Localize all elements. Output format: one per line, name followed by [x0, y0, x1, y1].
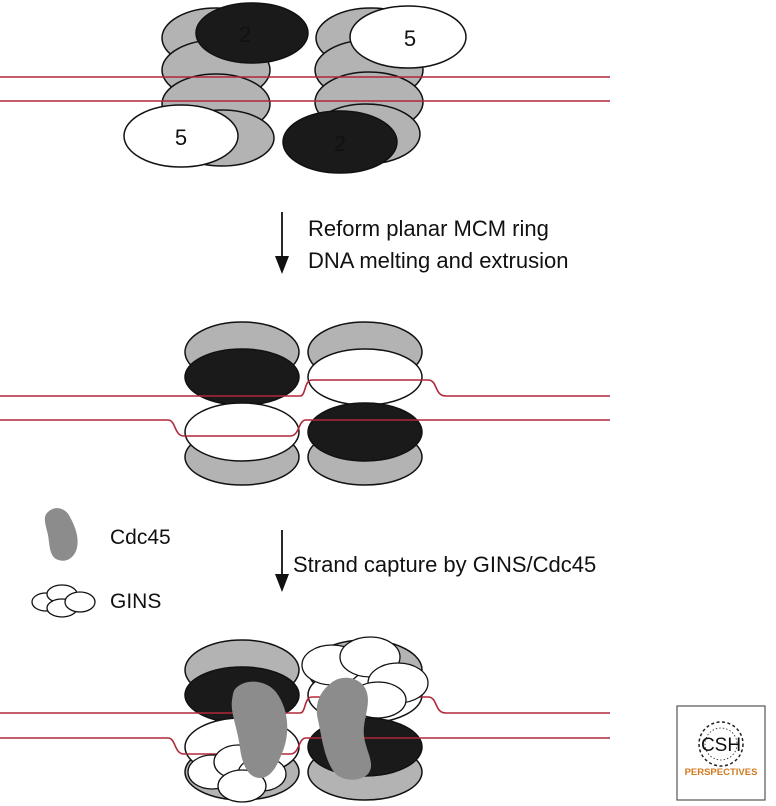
mcm2-subunit — [282, 110, 398, 174]
step-label-dna-melting: DNA melting and extrusion — [308, 248, 568, 273]
mcm-subunit-white — [184, 402, 300, 462]
gins-legend-icon — [31, 584, 96, 618]
mcm2-subunit — [195, 2, 309, 64]
csh-perspectives-logo: CSH PERSPECTIVES — [676, 705, 766, 801]
cdc45-right — [316, 677, 372, 780]
legend-label-gins: GINS — [110, 590, 161, 613]
mcm-subunit-black — [307, 402, 423, 462]
right-hexamer-stack: 5 2 — [282, 5, 467, 174]
mcm5-subunit — [123, 104, 239, 168]
dna-strand-top — [0, 379, 610, 397]
subunit-label-2: 2 — [334, 131, 346, 156]
cdc45-legend-icon — [44, 508, 78, 561]
subunit-label-2: 2 — [239, 22, 251, 47]
logo-text-csh: CSH — [701, 735, 741, 756]
right-hexamer-stack — [307, 321, 423, 486]
step-label-strand-capture: Strand capture by GINS/Cdc45 — [293, 552, 596, 577]
subunit-label-5: 5 — [404, 26, 416, 51]
legend-label-cdc45: Cdc45 — [110, 526, 171, 549]
cdc45-left — [231, 681, 288, 778]
panel-planar-rings-melted-dna — [0, 321, 610, 486]
mcm-subunit-white — [307, 348, 423, 406]
subunit-label-5: 5 — [175, 125, 187, 150]
mcm5-subunit — [349, 5, 467, 69]
panel-double-hexamer-twisted: 2 5 5 2 — [0, 2, 610, 174]
panel-cmg-strand-capture — [0, 636, 610, 803]
step-label-reform-ring: Reform planar MCM ring — [308, 216, 549, 241]
left-hexamer-stack: 2 5 — [123, 2, 309, 168]
legend: Cdc45 GINS — [31, 508, 171, 618]
dna-strand-bottom — [0, 419, 610, 437]
step-arrow-1 — [275, 212, 289, 274]
dna-strand-bottom — [0, 737, 610, 755]
dna-strand-top — [0, 696, 610, 714]
left-hexamer-stack — [184, 321, 300, 486]
step-arrow-2 — [275, 530, 289, 592]
logo-text-perspectives: PERSPECTIVES — [685, 767, 758, 778]
